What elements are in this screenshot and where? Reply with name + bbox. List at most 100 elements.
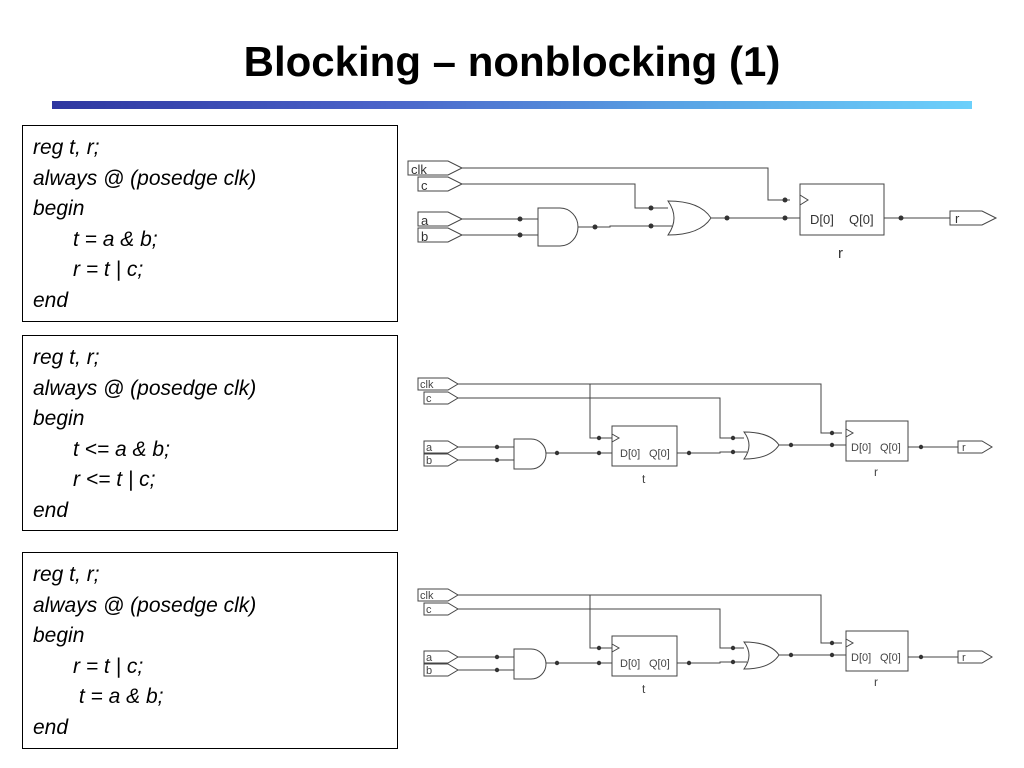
input-label-clk: clk xyxy=(420,379,434,391)
and-gate xyxy=(513,438,547,470)
junction-dot xyxy=(686,450,692,456)
junction-dot xyxy=(730,435,736,441)
code-line: end xyxy=(33,498,69,522)
junction-dot xyxy=(829,652,835,658)
input-label-a: a xyxy=(426,652,433,664)
input-port-c xyxy=(423,602,459,616)
code-panel-blocking-reordered: reg t, r; always @ (posedge clk) begin r… xyxy=(22,552,398,749)
input-label-c: c xyxy=(421,178,428,193)
input-port-c xyxy=(423,391,459,405)
input-port-c xyxy=(417,176,464,192)
ff1-d-label: D[0] xyxy=(620,658,640,670)
input-label-b: b xyxy=(426,455,432,467)
ff1-d-label: D[0] xyxy=(620,448,640,460)
ff2-q-label: Q[0] xyxy=(880,652,901,664)
code-line: t = a & b; xyxy=(73,685,164,708)
junction-dot xyxy=(517,216,523,222)
junction-dot xyxy=(782,215,788,221)
or-gate xyxy=(667,200,712,236)
input-port-a xyxy=(423,440,459,454)
input-port-b xyxy=(423,453,459,467)
circuit-schematic-2: clk c a b D[0] Q[0] t D[0] Q[0] r r xyxy=(417,377,993,486)
input-label-clk: clk xyxy=(420,590,434,602)
input-label-b: b xyxy=(421,229,428,244)
code-line: begin xyxy=(33,407,85,430)
ff1-q-label: Q[0] xyxy=(649,658,670,670)
output-label-r: r xyxy=(962,442,966,454)
junction-dot xyxy=(730,659,736,665)
ff-q-label: Q[0] xyxy=(849,212,874,227)
code-line: reg t, r; xyxy=(33,136,100,159)
junction-dot xyxy=(724,215,730,221)
ff2-q-label: Q[0] xyxy=(880,442,901,454)
input-label-clk: clk xyxy=(411,162,427,177)
code-line: t = a & b; xyxy=(73,227,158,251)
input-port-a xyxy=(417,211,464,227)
junction-dot xyxy=(730,449,736,455)
clock-triangle xyxy=(611,433,621,443)
junction-dot xyxy=(782,197,788,203)
input-label-a: a xyxy=(426,442,433,454)
junction-dot xyxy=(494,667,500,673)
output-port-r xyxy=(957,650,993,664)
code-line: end xyxy=(33,715,69,739)
code-line: always @ (posedge clk) xyxy=(33,166,257,190)
junction-dot xyxy=(494,457,500,463)
code-line: r = t | c; xyxy=(73,654,144,678)
or-gate xyxy=(742,431,780,460)
junction-dot xyxy=(494,444,500,450)
and-gate xyxy=(513,648,547,680)
code-panel-blocking: reg t, r; always @ (posedge clk) begin t… xyxy=(22,125,398,322)
flip-flop-r xyxy=(845,420,909,462)
junction-dot xyxy=(730,645,736,651)
input-port-clk xyxy=(417,588,459,602)
junction-dot xyxy=(918,654,924,660)
flip-flop-r xyxy=(799,183,885,236)
and-gate xyxy=(537,207,579,247)
clock-triangle xyxy=(845,638,855,648)
junction-dot xyxy=(829,442,835,448)
junction-dot xyxy=(494,654,500,660)
code-line: begin xyxy=(33,624,85,647)
wire-c xyxy=(458,608,744,649)
input-port-clk xyxy=(407,160,464,176)
wire-c xyxy=(462,183,668,209)
junction-dot xyxy=(596,645,602,651)
code-line: always @ (posedge clk) xyxy=(33,376,257,400)
ff-d-label: D[0] xyxy=(810,212,834,227)
input-port-clk xyxy=(417,377,459,391)
junction-dot xyxy=(898,215,904,221)
code-line: end xyxy=(33,288,69,312)
wire-and-out xyxy=(578,225,672,228)
wire-clk-ff1 xyxy=(589,384,612,439)
junction-dot xyxy=(596,660,602,666)
junction-dot xyxy=(829,430,835,436)
code-line: t <= a & b; xyxy=(73,437,170,461)
output-label-r: r xyxy=(962,652,966,664)
ff1-instance-label: t xyxy=(642,682,646,696)
or-gate xyxy=(742,641,780,670)
input-label-c: c xyxy=(426,393,432,405)
wire-clk xyxy=(462,167,790,201)
input-port-b xyxy=(417,227,464,243)
junction-dot xyxy=(592,224,598,230)
ff2-d-label: D[0] xyxy=(851,652,871,664)
slide-title: Blocking – nonblocking (1) xyxy=(243,38,781,85)
output-port-r xyxy=(949,210,998,226)
junction-dot xyxy=(648,205,654,211)
junction-dot xyxy=(788,442,794,448)
ff1-instance-label: t xyxy=(642,472,646,486)
clock-triangle xyxy=(799,194,809,206)
clock-triangle xyxy=(611,643,621,653)
wire-clk-ff1 xyxy=(589,595,612,649)
circuit-schematic-1: clk c a b D[0] Q[0] r r xyxy=(407,160,998,262)
clock-triangle xyxy=(845,428,855,438)
junction-dot xyxy=(788,652,794,658)
title-underline xyxy=(52,101,972,109)
junction-dot xyxy=(554,450,560,456)
code-line: reg t, r; xyxy=(33,563,100,586)
junction-dot xyxy=(829,640,835,646)
input-port-b xyxy=(423,663,459,677)
ff2-instance-label: r xyxy=(874,675,878,689)
input-label-c: c xyxy=(426,604,432,616)
